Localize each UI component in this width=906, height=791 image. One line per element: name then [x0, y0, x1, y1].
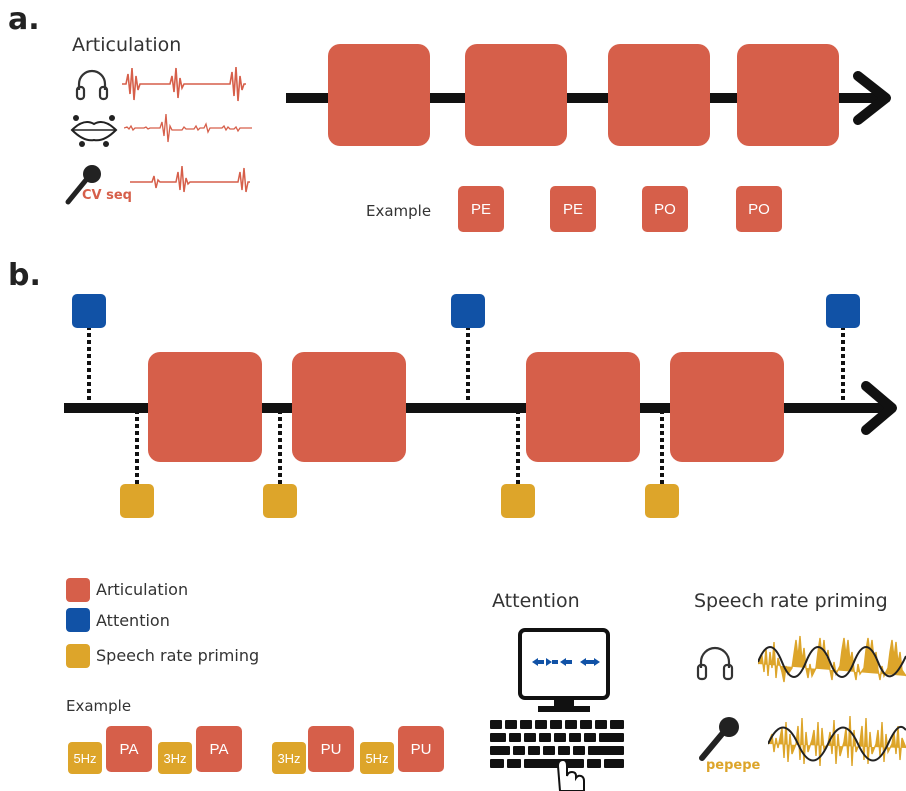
legend-priming-swatch — [66, 644, 90, 668]
example-label-b: Example — [66, 697, 132, 715]
rate-tag: 3Hz — [158, 742, 192, 774]
hand-icon — [556, 758, 585, 791]
legend-priming-label: Speech rate priming — [96, 646, 260, 665]
audio-waveform — [122, 66, 246, 102]
legend-attention-swatch — [66, 608, 90, 632]
headphones-icon — [696, 646, 734, 681]
example-syllable: PO — [642, 186, 688, 232]
keyboard-icon — [490, 720, 624, 768]
rate-tag: 5Hz — [68, 742, 102, 774]
emg-waveform — [124, 113, 252, 143]
example-syllable: PA — [196, 726, 242, 772]
mic-waveform — [130, 165, 250, 193]
articulation-block — [148, 352, 262, 462]
articulation-title: Articulation — [72, 34, 182, 56]
monitor-icon — [490, 628, 624, 791]
priming-marker — [501, 484, 535, 518]
articulation-block — [670, 352, 784, 462]
rate-tag: 5Hz — [360, 742, 394, 774]
legend-articulation-label: Articulation — [96, 580, 189, 599]
lips-icon — [70, 115, 118, 147]
microphone-icon — [699, 717, 739, 761]
articulation-block — [526, 352, 640, 462]
legend-attention-label: Attention — [96, 611, 170, 630]
example-syllable: PU — [398, 726, 444, 772]
cv-seq-label: CV seq — [82, 188, 132, 203]
articulation-block — [608, 44, 710, 146]
example-syllable: PO — [736, 186, 782, 232]
attention-marker — [72, 294, 106, 328]
attention-marker — [826, 294, 860, 328]
priming-marker — [120, 484, 154, 518]
example-syllable: PE — [458, 186, 504, 232]
example-label-a: Example — [366, 202, 432, 220]
articulation-block — [737, 44, 839, 146]
articulation-block — [465, 44, 567, 146]
rate-tag: 3Hz — [272, 742, 306, 774]
microphone-icon — [65, 165, 101, 205]
articulation-block — [328, 44, 430, 146]
priming-marker — [263, 484, 297, 518]
attention-title: Attention — [492, 590, 580, 612]
priming-audio-waveform — [758, 635, 906, 683]
priming-marker — [645, 484, 679, 518]
example-syllable: PU — [308, 726, 354, 772]
panel-a-label: a. — [8, 2, 40, 37]
priming-word: pepepe — [706, 758, 761, 773]
priming-title: Speech rate priming — [694, 590, 888, 612]
example-syllable: PA — [106, 726, 152, 772]
panel-b-label: b. — [8, 258, 41, 293]
legend-articulation-swatch — [66, 578, 90, 602]
articulation-block — [292, 352, 406, 462]
example-syllable: PE — [550, 186, 596, 232]
headphones-icon — [75, 69, 109, 101]
priming-mic-waveform — [768, 715, 906, 767]
attention-marker — [451, 294, 485, 328]
